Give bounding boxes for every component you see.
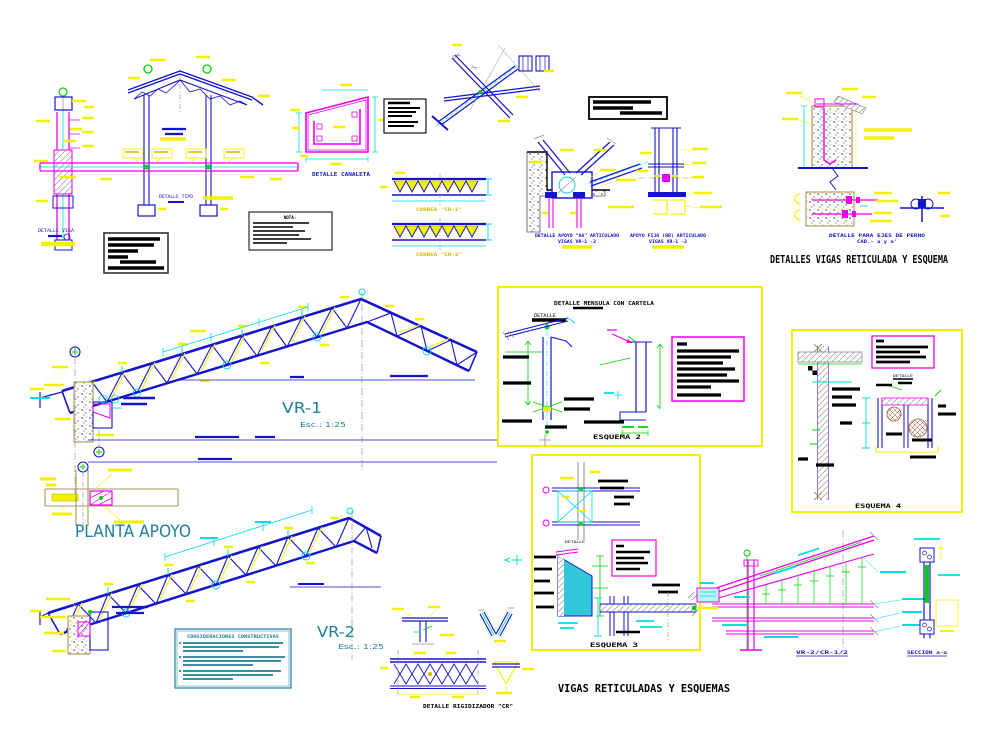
cyan-pointer-glyph	[503, 555, 522, 565]
sheet-title-bottom: VIGAS RETICULADAS Y ESQUEMAS	[558, 683, 730, 695]
vr1-esc: Esc.: 1:25	[300, 421, 346, 429]
vr1-truss: VR-1 Esc.: 1:25	[30, 288, 497, 500]
sheet-title-top: DETALLES VIGAS RETICULADA Y ESQUEMA	[770, 253, 948, 266]
apoyo-aa-detail: DETALLE APOYO "AA" ARTICULADO VIGAS VR-1…	[526, 134, 651, 249]
apoyo-bb-caption-2: VIGAS VR-1 -2	[649, 239, 687, 245]
esquema2-caption: ESQUEMA 2	[593, 434, 641, 441]
esquema4-caption: ESQUEMA 4	[855, 503, 901, 510]
legend-box-1	[103, 232, 169, 274]
seccion-caption: SECCION a-a	[907, 650, 947, 656]
vr2-label: VR-2	[317, 623, 355, 641]
esquema3-detalle: DETALLE	[565, 539, 586, 544]
node-connection-detail: ✂ ✂	[431, 43, 554, 131]
detalle-viga-vertical: DETALLE VIGA	[34, 87, 94, 251]
esquema2-detalle: DETALLE	[534, 313, 557, 318]
ejes-perno-detail: DETALLE PARA EJES DE PERNO CAD.- a y a'	[794, 191, 950, 245]
vr2-truss: VR-2 Esc.: 1:25	[30, 506, 384, 660]
canaleta-caption: DETALLE CANALETA	[312, 172, 371, 178]
portal-frame-detail: DETALLE TIPO	[39, 55, 299, 217]
pernos-caption-1: DETALLE PARA EJES DE PERNO	[829, 233, 925, 239]
detalle-tipo-caption: DETALLE TIPO	[159, 194, 193, 200]
apoyo-aa-caption-1: DETALLE APOYO "AA" ARTICULADO	[535, 233, 619, 239]
esquema2-box: DETALLE MENSULA CON CARTELA DETALLE ESQU…	[497, 286, 763, 447]
correa-cr2-strip: CORREA "CR-2"	[392, 218, 492, 258]
vr1-label: VR-1	[282, 399, 322, 417]
esquema4-detalle: DETALLE	[893, 373, 914, 378]
roof-detail-caption: VR-2/CR-1/2	[796, 650, 848, 656]
esquema4-box: DETALLE ESQUEMA 4	[791, 329, 963, 513]
canaleta-detail: DETALLE CANALETA	[290, 83, 388, 178]
correa-cr1-strip: CORREA "CR-1"	[380, 171, 492, 213]
planta-apoyo-label: PLANTA APOYO	[75, 522, 191, 542]
rigidizador-caption: DETALLE RIGIDIZADOR "CR"	[423, 704, 513, 710]
planta-apoyo: PLANTA APOYO	[40, 461, 191, 542]
roof-edge-detail: VR-2/CR-1/2 SECCION a-a	[696, 530, 960, 657]
vr2-esc: Esc.: 1:25	[338, 643, 384, 651]
rigidizador-details: DETALLE RIGIDIZADOR "CR"	[380, 605, 534, 710]
esquema3-box: DETALLE ESQUEMA 3	[531, 454, 701, 651]
scissors-icon: ✂	[469, 60, 480, 75]
apoyo-bb-caption-1: APOYO FIJO (BB) ARTICULADO	[630, 233, 706, 239]
correa-cr1-caption: CORREA "CR-1"	[416, 207, 462, 213]
legend-box-2	[588, 96, 668, 120]
nota-title: NOTA:	[284, 215, 297, 220]
apoyo-bb-detail: APOYO FIJO (BB) ARTICULADO VIGAS VR-1 -2	[630, 127, 722, 249]
pernos-caption-2: CAD.- a y a'	[857, 239, 897, 245]
spec-box	[383, 98, 427, 134]
nota-box: NOTA:	[248, 211, 333, 251]
apoyo-aa-caption-2: VIGAS VR-1 -2	[558, 239, 596, 245]
detalle-viga-caption: DETALLE VIGA	[38, 228, 74, 234]
consideraciones-box: CONSIDERACIONES CONSTRUCTIVAS	[174, 628, 292, 689]
correa-cr2-caption: CORREA "CR-2"	[416, 252, 462, 258]
esquema2-title: DETALLE MENSULA CON CARTELA	[554, 301, 654, 307]
esquema3-caption: ESQUEMA 3	[590, 642, 638, 649]
muro-anclaje-detail	[782, 87, 912, 191]
consideraciones-title: CONSIDERACIONES CONSTRUCTIVAS	[187, 634, 279, 640]
